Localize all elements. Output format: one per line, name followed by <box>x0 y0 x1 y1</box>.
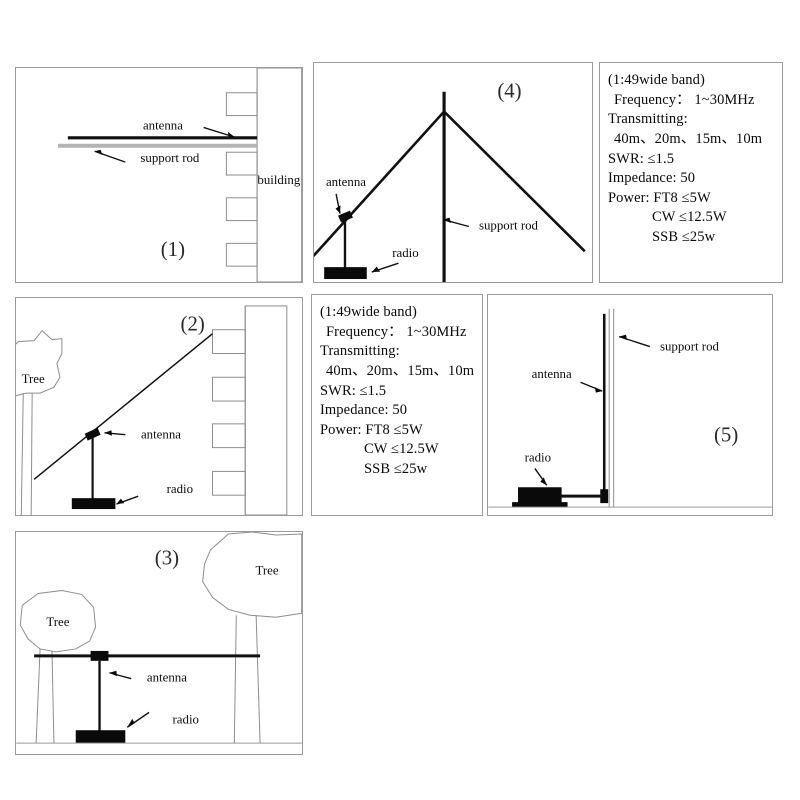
spec-power-ft8: Power: FT8 ≤5W <box>320 421 423 438</box>
panel-number: (3) <box>155 546 179 570</box>
spec-title: (1:49wide band) <box>320 304 417 320</box>
spec-power-cw: CW ≤12.5W <box>652 209 727 226</box>
support-rod-arrow-icon <box>618 334 651 348</box>
spec-title: (1:49wide band) <box>608 72 705 88</box>
radio-label: radio <box>392 246 418 260</box>
radio-box <box>71 498 116 510</box>
antenna-wire <box>33 333 213 480</box>
antenna-arrow-icon <box>335 193 341 214</box>
antenna-label: antenna <box>532 367 572 381</box>
antenna-label: antenna <box>326 175 366 189</box>
spec-power-ft8: Power: FT8 ≤5W <box>608 189 711 206</box>
balun-block <box>338 210 353 223</box>
panel-1-diagram: antenna support rod building (1) <box>57 68 302 282</box>
building-label: building <box>257 173 300 187</box>
spec-transmitting-label: Transmitting: <box>320 343 400 360</box>
balun-block <box>90 650 109 661</box>
panel-number: (2) <box>181 313 205 336</box>
radio-arrow-icon <box>126 711 150 728</box>
spec-panel-bottom: (1:49wide band) Frequency： 1~30MHz Trans… <box>311 294 483 516</box>
support-rod-label: support rod <box>140 151 200 165</box>
spec-bands: 40m、20m、15m、10m <box>326 362 475 379</box>
tree-right-label: Tree <box>255 564 278 578</box>
radio-box <box>75 730 126 744</box>
panel-5-vertical-antenna: support rod antenna radio (5) <box>487 294 773 516</box>
antenna-label: antenna <box>141 428 181 442</box>
antenna-label: antenna <box>147 671 187 685</box>
spec-transmitting-label: Transmitting: <box>608 111 688 128</box>
support-rod-label: support rod <box>479 218 539 232</box>
spec-impedance: Impedance: 50 <box>608 170 696 187</box>
spec-panel-top: (1:49wide band) Frequency： 1~30MHz Trans… <box>599 62 783 283</box>
panel-3-between-trees-antenna: antenna radio Tree Tree (3) <box>15 531 303 755</box>
building-outline <box>212 305 288 515</box>
tree-label: Tree <box>22 372 45 386</box>
radio-box <box>518 487 562 504</box>
spec-power-cw: CW ≤12.5W <box>364 441 439 458</box>
spec-power-ssb: SSB ≤25w <box>364 461 428 478</box>
support-rod-label: support rod <box>660 339 720 353</box>
antenna-wire-right <box>443 110 586 253</box>
panel-number: (1) <box>161 238 185 261</box>
antenna-arrow-icon <box>203 126 236 139</box>
antenna-wire-left <box>314 110 446 258</box>
panel-2-diagram: antenna radio Tree (2) <box>16 305 288 515</box>
radio-label: radio <box>167 482 193 496</box>
radio-box <box>324 267 367 280</box>
spec-power-ssb: SSB ≤25w <box>652 229 716 246</box>
radio-label: radio <box>525 450 551 464</box>
panel-number: (4) <box>497 80 521 103</box>
spec-frequency: Frequency： 1~30MHz <box>614 91 755 108</box>
panel-2-sloper-antenna: antenna radio Tree (2) <box>15 297 303 516</box>
antenna-arrow-icon <box>109 670 132 680</box>
feedpoint-block <box>600 489 609 504</box>
panel-5-diagram: support rod antenna radio (5) <box>488 308 772 508</box>
panel-number: (5) <box>714 423 738 447</box>
panel-4-inverted-v-antenna: antenna support rod radio (4) <box>313 62 593 283</box>
radio-arrow-icon <box>534 468 548 486</box>
spec-impedance: Impedance: 50 <box>320 402 408 419</box>
building-outline <box>225 68 302 282</box>
support-rod-arrow-icon <box>94 149 126 163</box>
panel-3-diagram: antenna radio Tree Tree (3) <box>16 532 302 744</box>
panel-1-wall-mounted-antenna: antenna support rod building (1) <box>15 67 303 283</box>
radio-arrow-icon <box>116 495 139 505</box>
panel-4-diagram: antenna support rod radio (4) <box>314 80 586 282</box>
tree-left <box>19 589 97 744</box>
tree-right <box>202 532 302 744</box>
spec-swr: SWR: ≤1.5 <box>320 382 387 399</box>
tree-left <box>16 329 63 515</box>
spec-bands: 40m、20m、15m、10m <box>614 130 763 147</box>
antenna-label: antenna <box>143 118 183 132</box>
balun-block <box>84 427 101 441</box>
radio-label: radio <box>173 712 199 726</box>
support-rod <box>608 308 615 508</box>
antenna-arrow-icon <box>580 381 603 393</box>
radio-base-plate <box>512 502 568 508</box>
radio-arrow-icon <box>371 262 399 273</box>
antenna-arrow-icon <box>104 430 126 436</box>
tree-left-label: Tree <box>46 615 69 629</box>
support-rod-arrow-icon <box>442 217 470 228</box>
spec-frequency: Frequency： 1~30MHz <box>326 323 467 340</box>
spec-swr: SWR: ≤1.5 <box>608 150 675 167</box>
